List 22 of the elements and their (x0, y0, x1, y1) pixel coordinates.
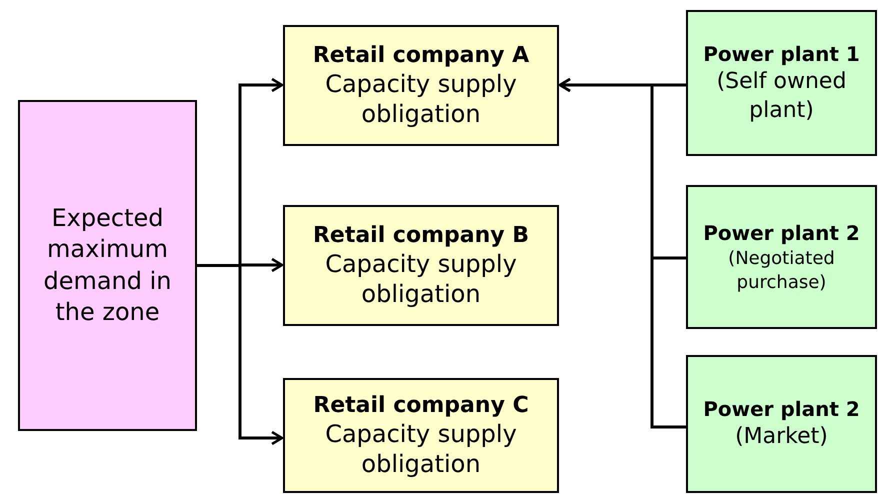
box-text: (Negotiated purchase) (727, 247, 836, 294)
box-title: Power plant 1 (702, 40, 861, 68)
company-box (283, 378, 559, 493)
box-title: Retail company B (312, 222, 530, 250)
connector-arrow (197, 264, 284, 446)
box-title: Power plant 2 (702, 396, 861, 424)
box-text: (Market) (734, 423, 829, 452)
box-title: Power plant 2 (702, 220, 861, 248)
box-text: Capacity supply obligation (324, 69, 518, 130)
connector-arrow (558, 78, 686, 428)
plant-box (686, 185, 877, 329)
company-box (283, 205, 559, 326)
box-text: Capacity supply obligation (324, 419, 518, 480)
box-title: Expected maximum demand in the zone (42, 203, 173, 328)
box-title: Retail company A (312, 42, 530, 70)
plant-box (686, 10, 877, 156)
company-box (283, 25, 559, 146)
box-text: (Self owned plant) (716, 68, 848, 124)
demand-box (18, 100, 197, 431)
box-text: Capacity supply obligation (324, 249, 518, 310)
plant-box (686, 355, 877, 493)
box-title: Retail company C (313, 392, 529, 420)
